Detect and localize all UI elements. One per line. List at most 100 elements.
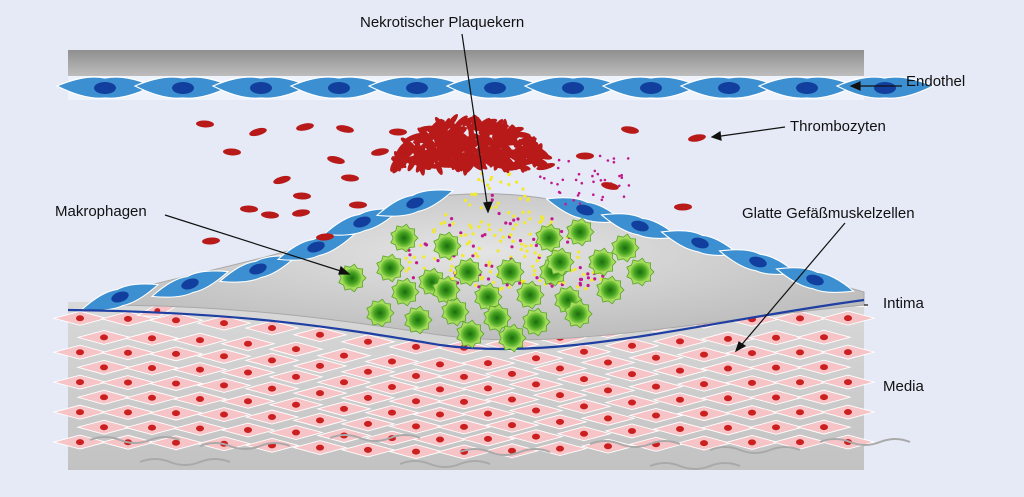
label-endothelium: Endothel	[906, 73, 966, 90]
red-blood-cell-icon	[530, 150, 537, 168]
fiber	[139, 458, 231, 466]
upper-endothelium	[55, 76, 935, 99]
lipid-dot	[550, 284, 554, 288]
lipid-dot	[492, 280, 496, 284]
lipid-dot	[449, 268, 453, 272]
lipid-dot	[516, 217, 520, 221]
lipid-dot	[566, 240, 570, 244]
macrophage-icon	[404, 305, 433, 335]
lipid-dot	[578, 277, 583, 281]
red-blood-cell-icon	[536, 163, 556, 171]
lipid-dot	[465, 242, 469, 246]
endothelial-cell-icon	[211, 76, 311, 99]
smooth-muscle-cell-icon	[484, 417, 540, 433]
lipid-dot	[471, 232, 475, 236]
lipid-dot	[436, 259, 440, 263]
smooth-muscle-cell-icon	[652, 392, 708, 408]
lipid-dot	[499, 239, 503, 243]
label-smooth-muscle: Glatte Gefäßmuskelzellen	[742, 205, 915, 222]
lipid-dot	[423, 242, 427, 246]
macrophage-icon	[596, 275, 625, 305]
lipid-dot	[601, 195, 605, 199]
red-blood-cell-icon	[465, 120, 474, 135]
red-blood-cell-icon	[493, 139, 507, 152]
smooth-muscle-cell-icon	[292, 440, 348, 456]
smooth-muscle-cell-icon	[820, 404, 876, 420]
macrophage-icon	[376, 253, 405, 283]
lipid-dot	[580, 181, 584, 185]
lipid-dot	[479, 220, 483, 224]
smooth-muscle-cell-icon	[220, 393, 276, 409]
red-blood-cell-icon	[477, 121, 493, 128]
smooth-muscle-cell-icon	[532, 414, 588, 430]
lipid-dot	[490, 264, 494, 268]
lipid-dot	[539, 175, 542, 178]
smooth-muscle-cell-icon	[124, 360, 180, 376]
macrophages	[338, 217, 655, 353]
lipid-dot	[532, 273, 536, 277]
red-blood-cell-icon	[202, 237, 220, 245]
lipid-dot	[578, 266, 582, 270]
lipid-dot	[422, 255, 426, 259]
lipid-dot	[507, 211, 511, 215]
endothelial-cell-icon	[375, 189, 455, 217]
fiber	[589, 440, 681, 448]
smooth-muscle-cell-icon	[148, 376, 204, 391]
lipid-dot	[471, 244, 475, 248]
lipid-dot	[525, 249, 529, 253]
lipid-dot	[527, 210, 531, 214]
lipid-dot	[498, 228, 503, 232]
red-blood-cell-icon	[273, 175, 291, 185]
lipid-dot	[593, 277, 597, 281]
lipid-dot	[407, 266, 411, 270]
lipid-dot	[474, 252, 478, 256]
smooth-muscle-cell-icon	[196, 407, 252, 423]
red-blood-cell-icon	[471, 155, 487, 164]
lipid-dot	[612, 157, 616, 160]
lipid-dot	[487, 263, 491, 267]
red-blood-cell-icon	[477, 146, 492, 155]
smooth-muscle-cell-icon	[196, 315, 252, 331]
smooth-muscle-cell-icon	[364, 354, 420, 369]
lipid-dot	[477, 225, 481, 229]
lipid-dot	[528, 217, 532, 221]
lipid-dot	[521, 210, 525, 214]
lipid-dot	[476, 254, 480, 258]
lipid-dot	[468, 223, 472, 227]
lipid-dot	[512, 214, 516, 218]
red-blood-cell-icon	[261, 211, 279, 219]
macrophage-icon	[564, 299, 593, 329]
lipid-dot	[459, 234, 463, 238]
smooth-muscle-cell-icon	[796, 329, 852, 345]
smooth-muscle-cell-icon	[556, 398, 612, 414]
smooth-muscle-cell-icon	[364, 379, 420, 395]
fiber	[89, 436, 181, 444]
lipid-dot	[443, 220, 447, 225]
smooth-muscle-cell-icon	[460, 431, 516, 447]
smooth-muscle-cell-icon	[244, 409, 300, 425]
red-blood-cell-icon	[400, 137, 416, 149]
lipid-dot	[408, 260, 412, 264]
lipid-dot	[578, 283, 583, 287]
lipid-dot	[490, 198, 494, 202]
smooth-muscle-cell-icon	[652, 363, 708, 379]
pointer-lines	[164, 33, 902, 353]
red-blood-cell-icon	[497, 150, 515, 159]
smooth-muscle-cell-icon	[508, 403, 564, 419]
endothelial-cell-icon	[276, 233, 356, 261]
lipid-dot	[612, 160, 616, 164]
lipid-dot	[484, 263, 488, 267]
lipid-dot	[515, 180, 519, 184]
smooth-muscle-cell-icon	[292, 385, 348, 401]
smooth-muscle-cell-icon	[364, 405, 420, 421]
lipid-dot	[494, 205, 498, 209]
lipid-dot	[432, 228, 436, 232]
smooth-muscle-cell-icon	[340, 334, 396, 350]
lipid-dot	[439, 222, 443, 226]
smooth-muscle-cell-icon	[220, 336, 276, 352]
lipid-dot	[487, 186, 492, 190]
endothelial-cell-icon	[775, 267, 855, 293]
lipid-dot	[419, 243, 423, 248]
red-blood-cell-icon	[674, 203, 692, 211]
